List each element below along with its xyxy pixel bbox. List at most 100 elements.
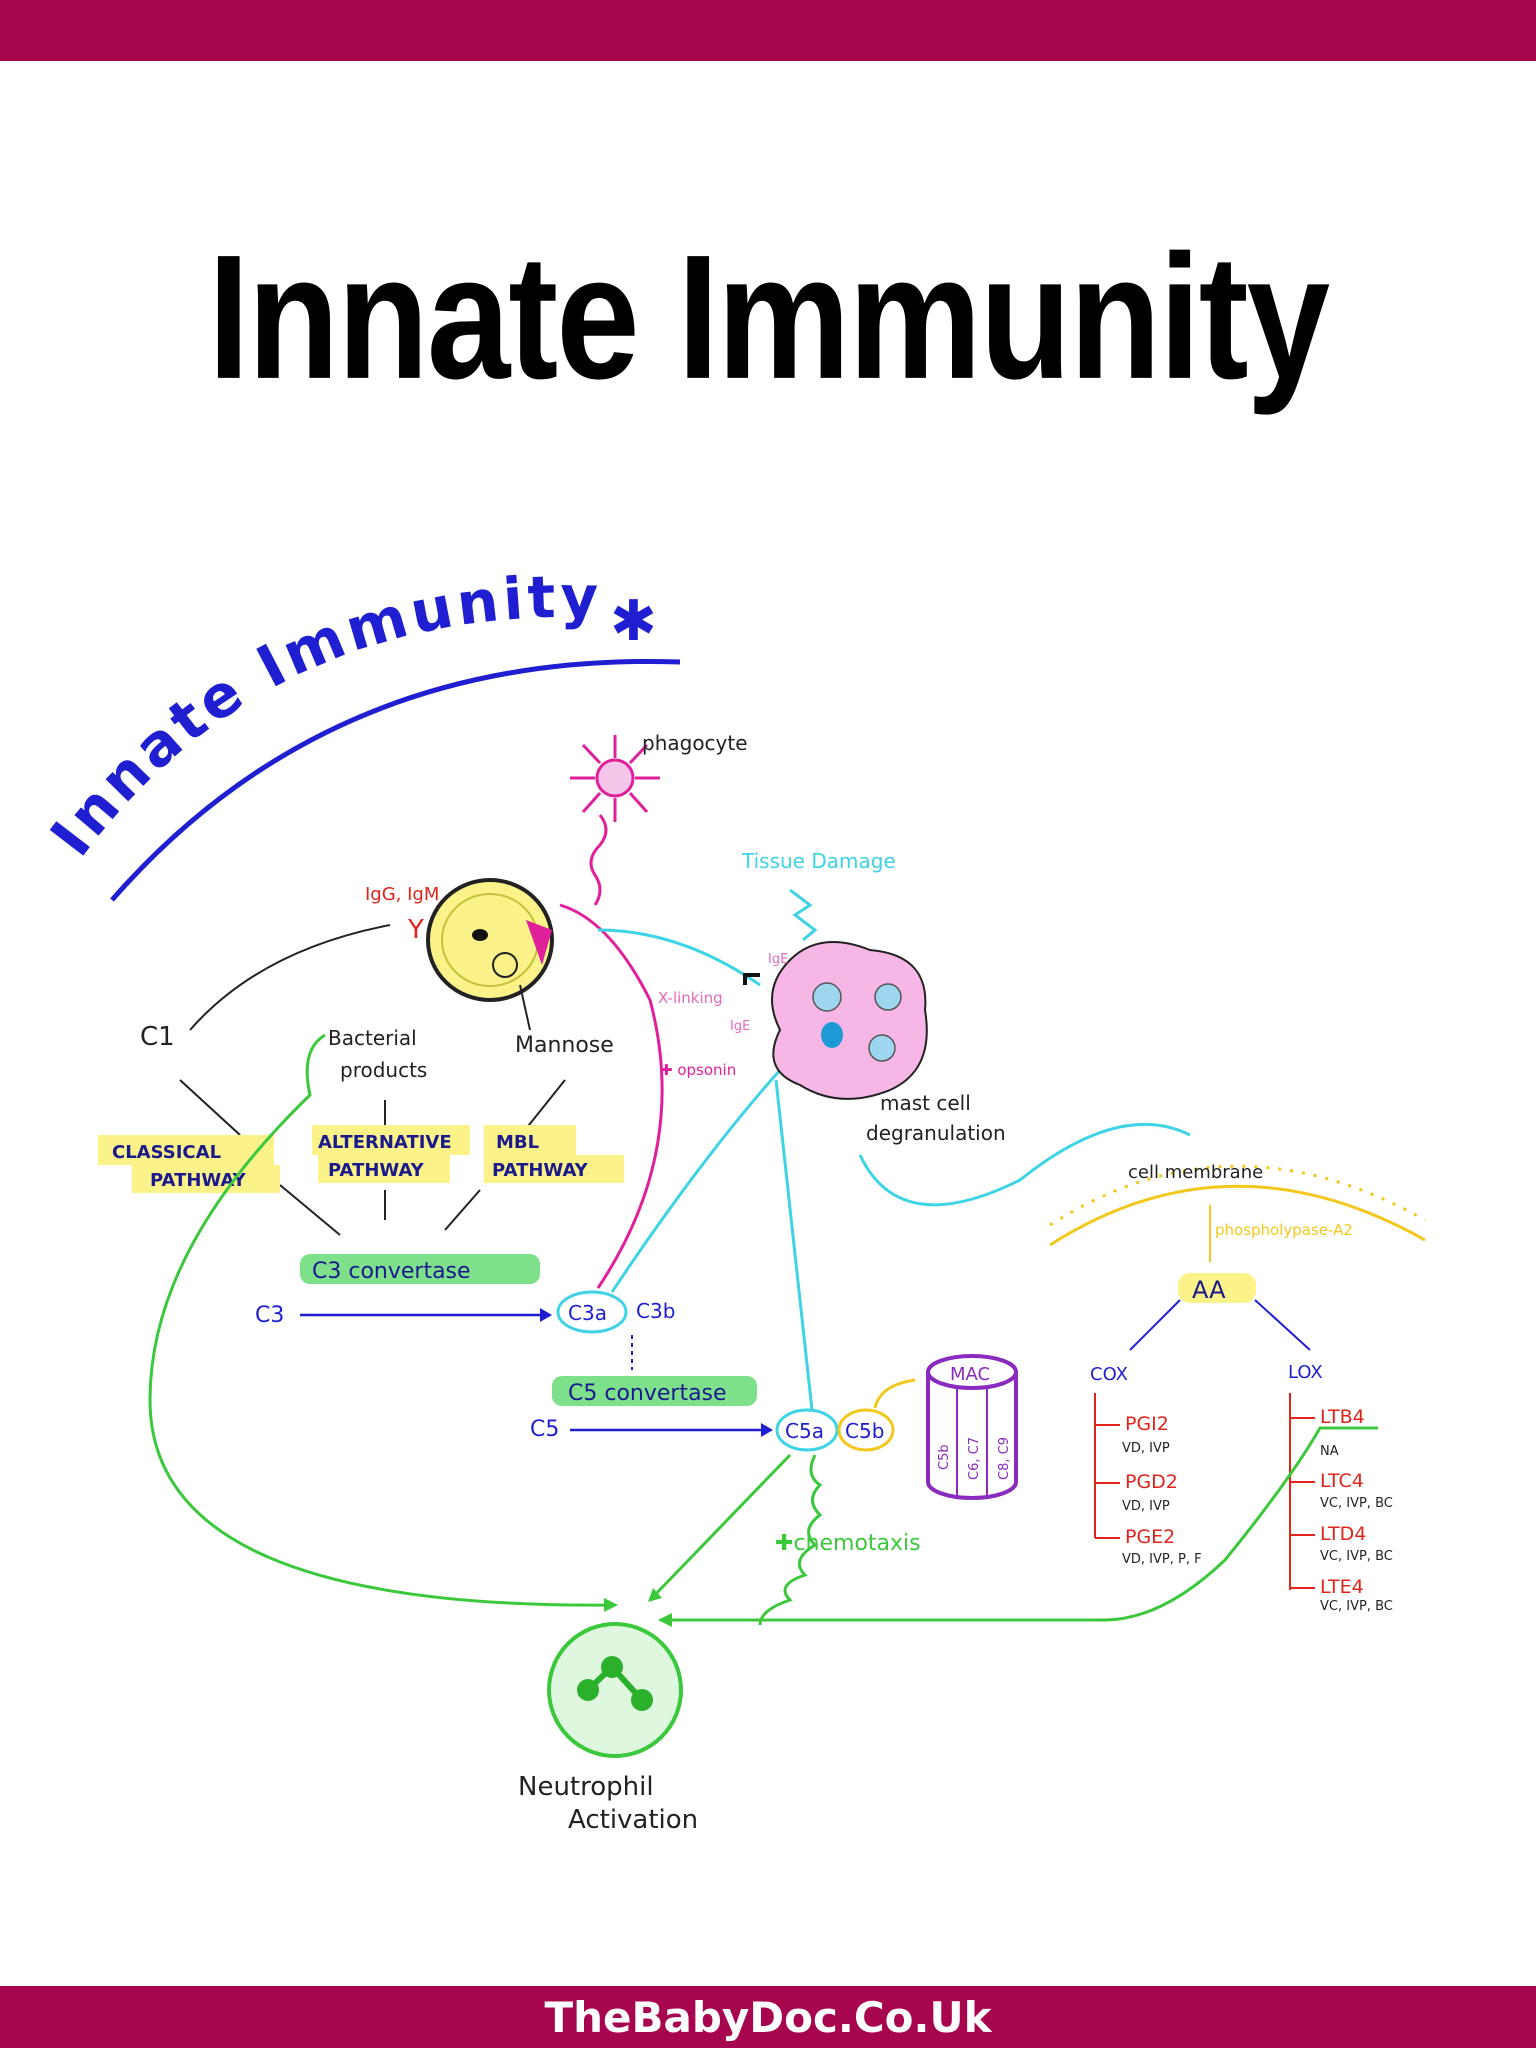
lox-product-effects: VC, IVP, BC [1320,1549,1393,1564]
mbl-label-1: MBL [496,1132,539,1153]
mast-cell-label-2: degranulation [866,1121,1006,1145]
cell-membrane-label: cell membrane [1128,1162,1263,1183]
ltb4-arrowhead [658,1613,672,1627]
neutrophil-label-1: Neutrophil [518,1772,654,1802]
c3-label: C3 [255,1303,284,1328]
tissue-damage-squiggle [789,888,818,942]
c5b-label: C5b [845,1419,884,1443]
cox-product-effects: VD, IVP, P, F [1122,1552,1202,1567]
lox-product-name: LTD4 [1320,1523,1366,1545]
aa-to-cox-arrow [1129,1299,1181,1351]
lox-product-name: LTB4 [1320,1406,1365,1428]
antigen-icon [743,973,760,985]
igg-igm-label: IgG, IgM [365,884,439,905]
c3-convertase-highlight [300,1254,540,1284]
aa-label: AA [1192,1276,1226,1304]
alternative-highlight-2 [318,1155,450,1183]
alternative-arrowhead [604,1598,618,1612]
cell-membrane [1049,1184,1426,1247]
mbl-highlight-1 [484,1125,576,1155]
phospholipase-label: phospholypase-A2 [1215,1221,1353,1239]
mbl-label-2: PATHWAY [492,1160,589,1181]
c5a-circle [775,1408,839,1452]
c5-label: C5 [530,1417,559,1442]
mannose-label: Mannose [515,1033,614,1058]
opsonin-arrow [559,903,664,1289]
opsonin-receptor-icon [526,920,552,965]
mac-c8c9-label: C8, C9 [997,1437,1012,1480]
classical-label-1: CLASSICAL [112,1142,221,1163]
ige-label-1: IgE [768,952,788,967]
phagocyte-icon [570,735,660,822]
lox-product-effects: NA [1320,1444,1339,1459]
c1-label: C1 [140,1022,175,1052]
footer-site-link[interactable]: TheBabyDoc.Co.Uk [544,1992,992,2042]
c5-arrowhead [761,1423,773,1437]
lox-label: LOX [1288,1362,1323,1383]
c3a-to-mastcell-arrow [610,1069,782,1293]
c3-convertase-label: C3 convertase [312,1259,471,1284]
alternative-label-1: ALTERNATIVE [318,1132,452,1153]
c5-convertase-highlight [552,1376,757,1406]
heading-underline [110,658,681,902]
mastcell-to-membrane-arrow [858,1122,1191,1207]
cox-product-effects: VD, IVP [1122,1441,1170,1456]
c5a-to-neutrophil-arrow [648,1453,792,1602]
lox-product-name: LTE4 [1320,1576,1364,1598]
cox-product-name: PGD2 [1125,1471,1178,1493]
cox-product-name: PGE2 [1125,1526,1175,1548]
chemotaxis-label: ✚chemotaxis [775,1531,921,1556]
mast-granule-3 [868,1034,896,1062]
neutrophil-label-2: Activation [568,1805,698,1835]
top-banner [0,0,1536,61]
aa-to-lox-arrow [1254,1299,1311,1351]
c5a-label: C5a [785,1419,824,1443]
cox-product-list: PGI2 VD, IVP PGD2 VD, IVP PGE2 VD, IVP, … [1095,1413,1202,1567]
classical-highlight-1 [98,1135,274,1165]
antibody-icon: Y [407,915,424,945]
mast-cell [771,941,928,1100]
c5a-to-mastcell-arrow [774,1079,814,1411]
alternative-label-2: PATHWAY [328,1160,425,1181]
mac-cylinder [926,1354,1018,1500]
mbl-highlight-2 [484,1155,624,1183]
pathway-lines [179,1079,566,1236]
opsonin-label: ✚ opsonin [660,1061,736,1079]
mac-label: MAC [950,1364,990,1385]
aa-highlight [1178,1273,1256,1303]
neutrophil-icon [547,1622,683,1758]
ige-label-2: IgE [730,1019,750,1034]
alternative-highlight-1 [312,1125,470,1155]
c5-convertase-label: C5 convertase [568,1381,727,1406]
mastcell-to-phagocyte-arrow [597,928,761,987]
c1-arrow [189,924,391,1031]
ltb4-to-neutrophil-arrow [660,1426,1378,1622]
bacterial-products-label-2: products [340,1058,427,1082]
c5b-circle [837,1408,895,1452]
cox-product-effects: VD, IVP [1122,1499,1170,1514]
lox-product-effects: VC, IVP, BC [1320,1599,1393,1614]
c3b-label: C3b [636,1299,675,1323]
phagocyte-squiggle [589,814,608,906]
page-title: Innate Immunity [207,217,1330,416]
cox-label: COX [1090,1364,1128,1385]
bacterial-products-label-1: Bacterial [328,1026,417,1050]
c3-arrowhead [540,1308,552,1322]
cox-product-name: PGI2 [1125,1413,1169,1435]
mannose-arrow [519,984,531,1031]
footer-banner: TheBabyDoc.Co.Uk [0,1986,1536,2048]
diagram-heading: Innate Immunity [37,563,602,869]
star-icon: ✱ [610,589,657,654]
mac-c6c7-label: C6, C7 [967,1437,982,1480]
c5a-arrowhead [648,1588,662,1602]
phagocyte-label: phagocyte [642,731,748,755]
mast-cell-label-1: mast cell [880,1091,971,1115]
mast-granule-1 [812,982,842,1012]
cell-membrane-lipids [1049,1164,1426,1227]
x-linking-label: X-linking [658,989,723,1007]
bacterium-icon [426,878,554,1002]
lox-product-list: LTB4 NA LTC4 VC, IVP, BC LTD4 VC, IVP, B… [1290,1406,1393,1614]
lox-product-name: LTC4 [1320,1470,1364,1492]
tissue-damage-label: Tissue Damage [741,849,896,873]
chemotaxis-squiggle [758,1454,823,1626]
